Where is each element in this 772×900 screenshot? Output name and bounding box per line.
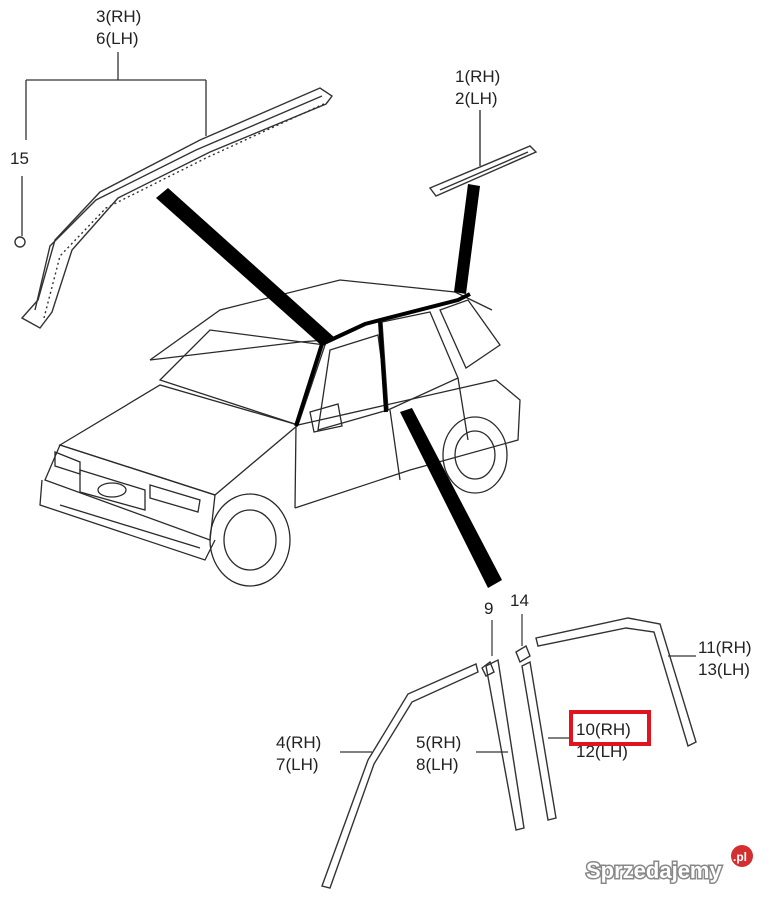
vehicle-illustration — [39, 279, 521, 587]
highlight-box — [569, 710, 651, 746]
callout-5: 5(RH) — [416, 733, 461, 752]
callout-14: 14 — [510, 591, 529, 610]
callout-8: 8(LH) — [416, 755, 459, 774]
callout-1: 1(RH) — [455, 67, 500, 86]
door-molding-11 — [535, 617, 697, 747]
callout-15: 15 — [10, 149, 29, 168]
callout-13: 13(LH) — [698, 660, 750, 679]
door-molding-4 — [321, 663, 479, 889]
callout-6: 6(LH) — [96, 29, 139, 48]
callout-9: 9 — [484, 599, 493, 618]
callout-leader-3 — [21, 52, 207, 236]
callout-3: 3(RH) — [96, 7, 141, 26]
watermark-badge-text: .pl — [733, 850, 747, 864]
watermark: Sprzedajemy .pl — [585, 845, 753, 885]
callout-leaders-lower — [340, 614, 696, 753]
roof-molding-part — [14, 87, 334, 329]
watermark-text: Sprzedajemy — [586, 858, 722, 883]
callout-10: 10(RH) — [576, 720, 631, 739]
rear-molding-part — [428, 110, 538, 197]
door-molding-5 — [481, 658, 525, 831]
watermark-badge — [731, 845, 753, 867]
callout-2: 2(LH) — [455, 89, 498, 108]
car-trim-highlight — [294, 292, 471, 427]
callout-7: 7(LH) — [276, 755, 319, 774]
callout-11: 11(RH) — [698, 638, 752, 657]
pointer-strips — [156, 184, 502, 588]
callout-12: 12(LH) — [576, 742, 628, 761]
door-molding-10 — [515, 644, 557, 821]
callout-4: 4(RH) — [276, 733, 321, 752]
